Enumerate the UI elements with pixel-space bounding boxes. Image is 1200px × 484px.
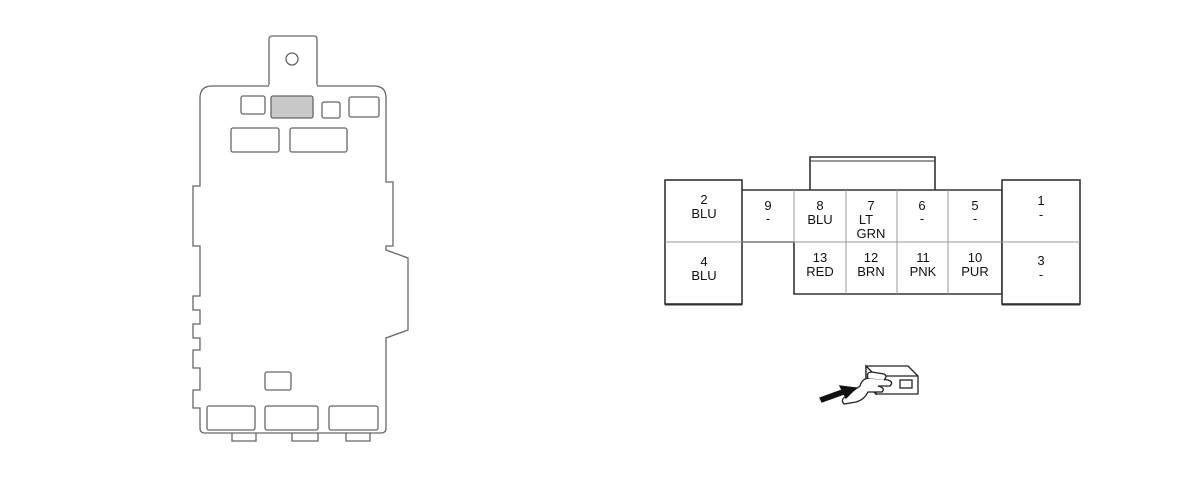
connector-latch: [809, 156, 936, 190]
pin-3-number: 3: [1037, 253, 1044, 268]
fuse-box-feet: [231, 433, 371, 442]
mounting-hole: [285, 52, 299, 66]
pin-9-wire: -: [766, 211, 770, 226]
pin-1-number: 1: [1037, 193, 1044, 208]
pin-10-wire: PUR: [961, 264, 988, 279]
pin-6-wire: -: [920, 211, 924, 226]
pin-6-number: 6: [918, 198, 925, 213]
slot: [321, 101, 341, 119]
pin-4-wire: BLU: [691, 268, 716, 283]
pin-5-wire: -: [973, 211, 977, 226]
connector-grid: [665, 190, 1080, 294]
slot: [348, 96, 380, 118]
pin-12-wire: BRN: [857, 264, 884, 279]
highlighted-connector-slot: [270, 95, 314, 119]
pin-1-wire: -: [1039, 207, 1043, 222]
fuse-box-body: [192, 85, 409, 434]
pin-4-number: 4: [700, 254, 707, 269]
pin-9-number: 9: [764, 198, 771, 213]
pin-7-number: 7: [867, 198, 874, 213]
slot: [264, 371, 292, 391]
pin-13-wire: RED: [806, 264, 833, 279]
pin-5-number: 5: [971, 198, 978, 213]
slot: [289, 127, 348, 153]
pin-12-number: 12: [864, 250, 878, 265]
pin-13-number: 13: [813, 250, 827, 265]
slot: [206, 405, 256, 431]
pin-7-wire: LT: [859, 212, 873, 227]
slot: [240, 95, 266, 115]
pin-11-wire: PNK: [910, 264, 937, 279]
pin-10-number: 10: [968, 250, 982, 265]
pin-2-wire: BLU: [691, 206, 716, 221]
pin-11-number: 11: [916, 250, 930, 265]
slot: [230, 127, 280, 153]
pin-8-number: 8: [816, 198, 823, 213]
pin-2-number: 2: [700, 192, 707, 207]
slot: [328, 405, 379, 431]
pin-3-wire: -: [1039, 267, 1043, 282]
slot: [264, 405, 319, 431]
pin-7-wire-line2: GRN: [857, 226, 886, 241]
fuse-box-housing: [192, 35, 409, 442]
pin-8-wire: BLU: [807, 212, 832, 227]
hand-pointing-arrow-icon: [819, 364, 919, 405]
